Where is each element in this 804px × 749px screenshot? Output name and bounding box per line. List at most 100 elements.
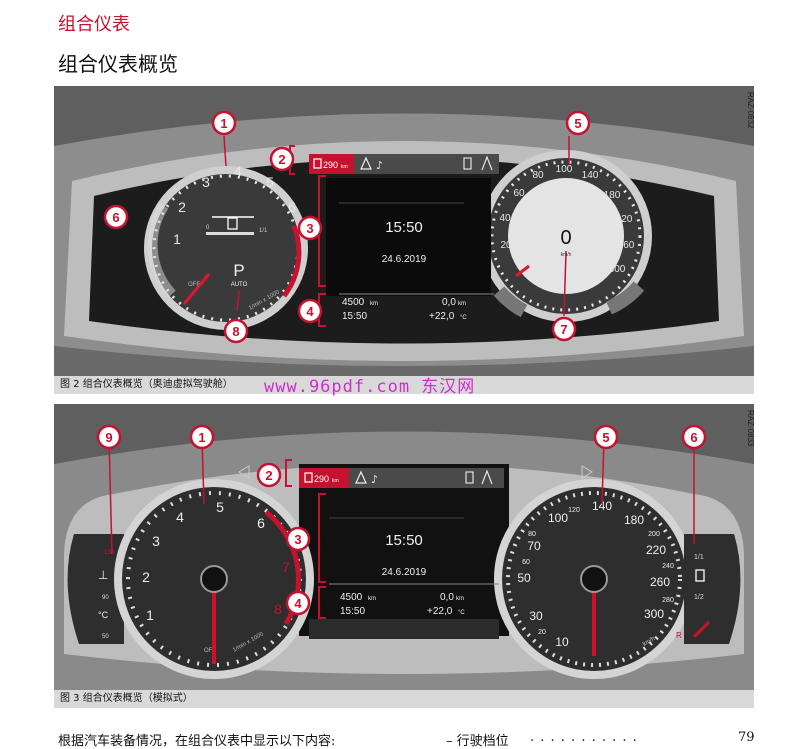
speedo-label-200: 200 [648,531,660,538]
tacho-label-6: 6 [257,515,265,531]
status-range: 290 [323,160,338,170]
tacho-off-label: OFF [204,648,216,654]
callout-9: 9 [105,430,112,445]
odometer: 4500 [342,297,365,308]
speedo-label-60: 60 [522,559,530,566]
trip: 0,0 [440,592,454,603]
speed-unit: km/h [642,636,656,648]
tacho-label-4: 4 [176,509,184,525]
callout-2: 2 [278,152,285,167]
page-number: 79 [738,730,755,745]
fuel-gauge: 1/1 1/2 R [676,534,741,644]
speedometer: 10 20 30 50 60 70 80 100 120 140 180 200… [494,479,694,679]
callout-4: 4 [294,596,302,611]
tacho-label-8: 8 [274,601,282,617]
music-icon: ♪ [371,473,378,486]
callout-6: 6 [112,210,119,225]
callout-8: 8 [232,324,239,339]
center-display: 290 km ♪ 15:50 24.6.2019 4500 km 0,0 km … [309,154,499,322]
callout-3: 3 [294,532,301,547]
speedo-label-10: 10 [555,635,569,649]
road-icon [481,155,493,171]
speedo-label-70: 70 [527,539,541,553]
coolant-icon: ⊥ [98,568,108,582]
fuel-pump-icon [304,472,313,483]
temp-unit: °C [98,610,109,620]
speedo-label-50: 50 [517,571,531,585]
figure-3-analog-cluster: RAZ-0833 130 90 50 °C ⊥ 1 2 3 4 5 6 7 8 … [54,404,754,690]
callout-7: 7 [560,322,567,337]
fuel-needle [692,620,711,639]
speedo-label-220: 220 [616,214,633,225]
speedo-label-20: 20 [500,240,512,251]
fuel-half: 1/2 [694,594,704,601]
gear-mode: AUTO [231,282,248,288]
center-display: 290 km ♪ 15:50 24.6.2019 4500 km 0,0 km … [299,468,504,617]
speedo-label-260: 260 [650,575,670,589]
date: 24.6.2019 [382,567,427,578]
callout-5: 5 [574,116,581,131]
odometer-unit: km [368,596,376,602]
speedometer: 20 40 60 80 100 140 180 220 260 300 0 km… [480,150,652,322]
callout-1: 1 [220,116,227,131]
figure-3-caption-bar: 图 3 组合仪表概览（模拟式） [54,690,754,708]
left-turn-indicator-icon [238,465,250,479]
body-text: 根据汽车装备情况，在组合仪表中显示以下内容: [58,734,336,749]
figure-2-virtual-cockpit: RAZ-0832 1 2 3 4 5 6 OFF 1/min x 1000 0 … [54,86,754,376]
tacho-off-label: OFF [188,282,200,288]
clock-time: 15:50 [385,219,423,236]
tacho-label-4: 4 [234,163,242,179]
road-icon [481,469,493,485]
speedo-label-20: 20 [538,629,546,636]
phone-icon [465,471,474,484]
speedo-label-300: 300 [609,264,626,275]
bottom-time: 15:50 [340,606,365,617]
temperature-unit: °C [458,610,465,616]
callout-2: 2 [265,468,272,483]
tacho-label-1: 1 [173,231,181,247]
speedo-label-260: 260 [618,240,635,251]
temp-130: 130 [104,550,115,556]
fuel-min: 0 [206,225,210,231]
figure-code: RAZ-0833 [746,410,754,447]
speedo-label-40: 40 [499,213,511,224]
warning-icon [360,156,372,170]
clock-time: 15:50 [385,532,423,549]
speedo-label-80: 80 [532,170,544,181]
speedo-label-140: 140 [582,170,599,181]
temperature-unit: °C [460,315,467,321]
trip-unit: km [458,301,466,307]
tacho-label-2: 2 [178,199,186,215]
coolant-temperature-gauge: 130 90 50 °C ⊥ [67,534,124,644]
tacho-label-2: 2 [142,569,150,585]
tacho-label-3: 3 [202,174,210,190]
speedo-label-100: 100 [548,511,568,525]
fuel-pump-icon [313,158,322,169]
watermark: www.96pdf.com 东汉网 [264,377,476,397]
speedo-label-100: 100 [556,164,573,175]
speedo-label-240: 240 [662,563,674,570]
tacho-label-6: 6 [288,199,296,215]
speedo-label-220: 220 [646,543,666,557]
figure-code: RAZ-0832 [746,92,754,129]
figure-3-caption: 图 3 组合仪表概览（模拟式） [60,693,193,704]
fuel-max: 1/1 [259,228,268,234]
tacho-label-5: 5 [216,499,224,515]
speedo-label-80: 80 [528,531,536,538]
tacho-hub [200,565,228,593]
figure-2-caption: 图 2 组合仪表概览（奥迪虚拟驾驶舱） [60,379,233,390]
date: 24.6.2019 [382,254,427,265]
outside-temperature: +22,0 [427,606,453,617]
figure-2-caption-bar: 图 2 组合仪表概览（奥迪虚拟驾驶舱） [54,376,754,394]
trip-unit: km [456,596,464,602]
fuel-pump-icon [227,217,238,230]
leader-dots: . . . . . . . . . . . [530,730,638,745]
tacho-label-5: 5 [266,174,274,190]
odometer: 4500 [340,592,363,603]
fuel-full: 1/1 [694,554,704,561]
fuel-bar [206,232,254,235]
callout-5: 5 [602,430,609,445]
speedo-label-120: 120 [568,507,580,514]
fuel-pump-icon [695,569,705,582]
phone-icon [463,157,472,170]
